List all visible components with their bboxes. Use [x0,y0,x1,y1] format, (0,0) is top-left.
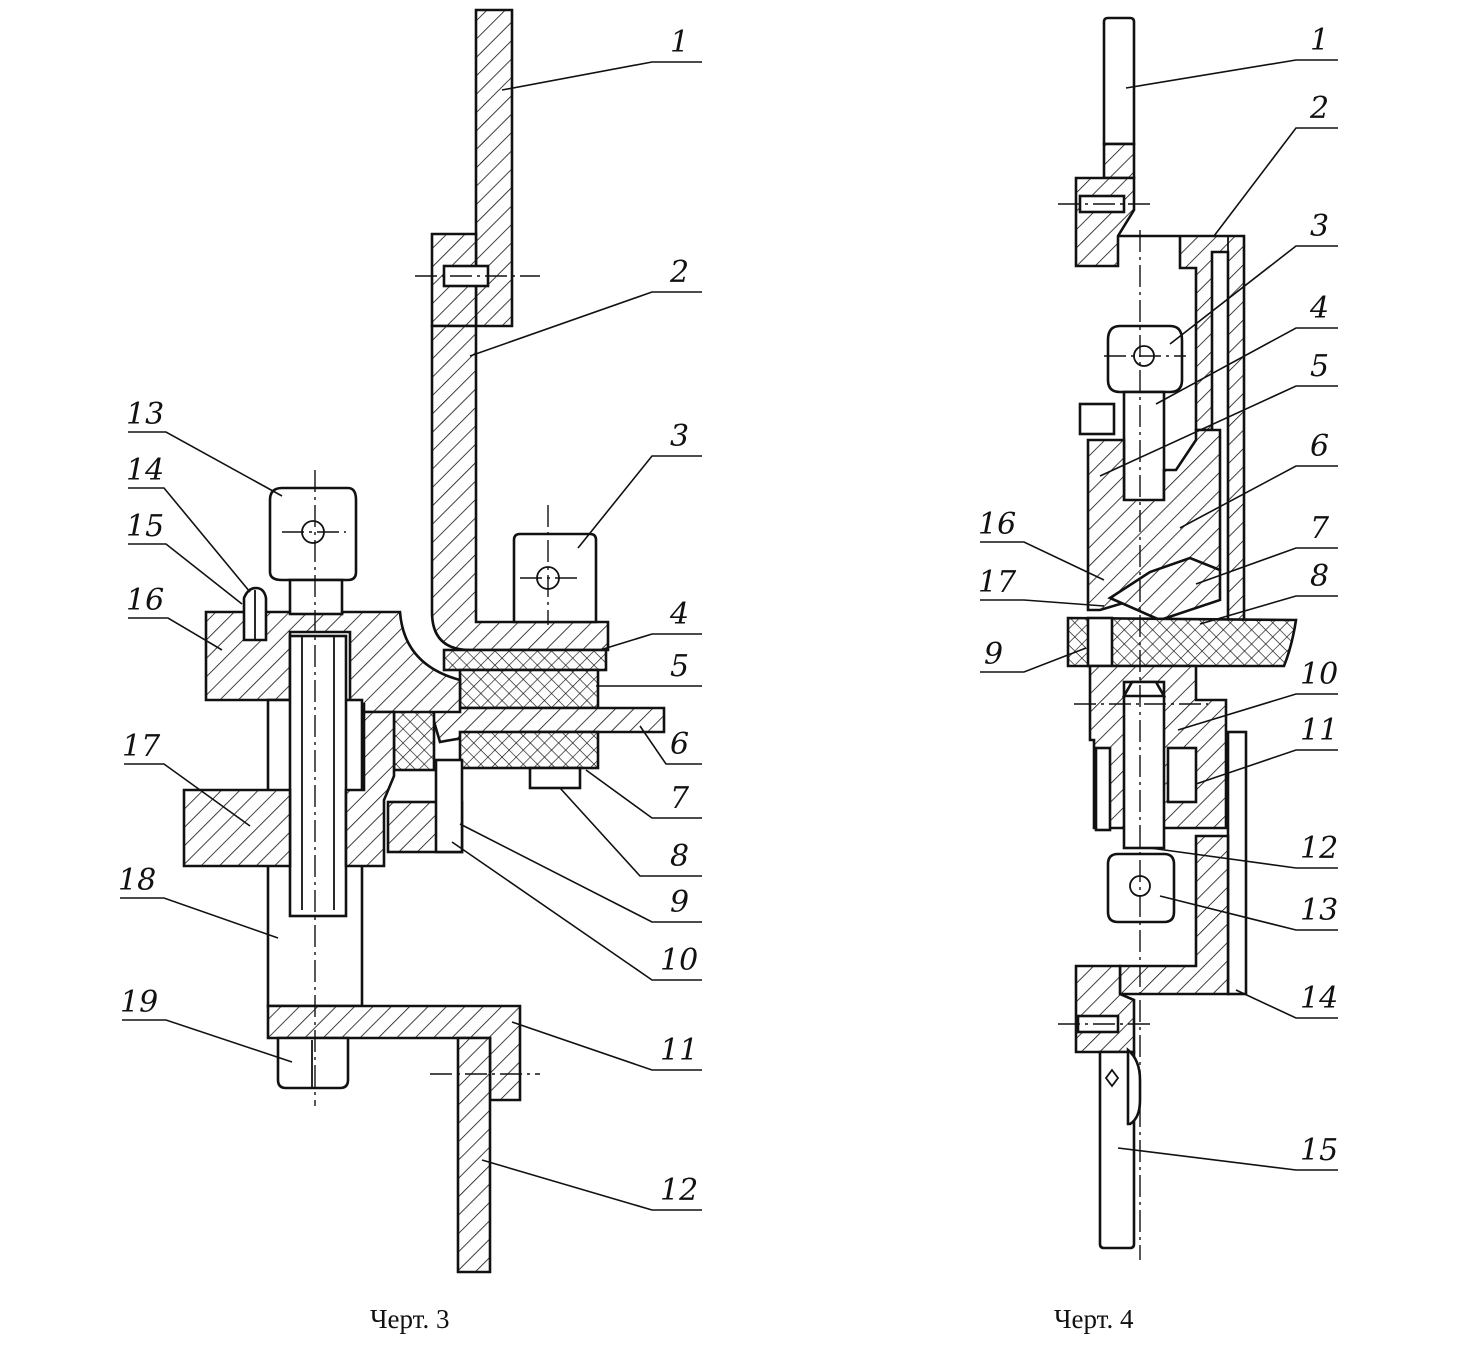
fig4-part-4 [1122,390,1166,518]
fig4-label-2: 2 [1309,91,1329,126]
fig4-part-3 [1106,324,1184,394]
fig3-labels: 1 2 3 4 5 6 7 8 9 10 11 12 13 14 15 16 1… [118,25,698,1208]
fig4-label-1: 1 [1310,23,1329,58]
fig3-label-12: 12 [660,1173,698,1208]
fig4-label-8: 8 [1310,559,1329,594]
fig3-label-9: 9 [670,885,689,920]
fig3-label-15: 15 [126,509,164,544]
figure-3-caption: Черт. 3 [370,1304,449,1334]
fig3-part-17 [182,788,292,868]
fig3-part-13 [268,486,358,582]
fig4-part-13 [1106,852,1176,924]
fig3-label-11: 11 [660,1033,698,1068]
fig4-part-1 [1102,16,1136,146]
fig4-label-13: 13 [1300,893,1338,928]
fig3-label-10: 10 [660,943,698,978]
fig3-label-4: 4 [669,597,689,632]
fig3-part-5 [458,668,600,710]
fig4-label-9: 9 [984,637,1003,672]
fig3-label-2: 2 [669,255,689,290]
figure-4-drawing [1058,16,1298,1260]
fig3-label-7: 7 [670,781,690,816]
fig3-part-12 [456,1036,492,1274]
fig3-part-19 [276,1036,350,1090]
fig3-part-4 [442,648,608,672]
fig3-label-1: 1 [670,25,689,60]
figure-3-drawing [182,8,666,1274]
fig3-label-13: 13 [126,397,164,432]
fig4-part-12 [1226,730,1248,996]
fig3-part-7 [458,730,600,770]
fig4-label-11: 11 [1300,713,1338,748]
fig4-label-10: 10 [1300,657,1338,692]
fig4-label-14: 14 [1300,981,1338,1016]
fig4-label-4: 4 [1309,291,1329,326]
fig4-labels: 1 2 3 4 5 6 7 8 10 11 12 13 14 15 16 17 … [978,23,1338,1168]
fig4-label-3: 3 [1310,209,1329,244]
fig3-label-17: 17 [122,729,161,764]
fig4-label-5: 5 [1310,349,1329,384]
fig3-label-19: 19 [120,985,158,1020]
fig3-part-9 [392,706,436,772]
fig3-label-16: 16 [126,583,164,618]
fig4-leaders [980,59,1338,1171]
fig4-part-2 [1118,234,1246,628]
fig3-label-3: 3 [670,419,689,454]
fig4-part-8 [1066,616,1298,668]
fig4-label-6: 6 [1310,429,1329,464]
fig3-label-18: 18 [118,863,156,898]
fig4-label-15: 15 [1300,1133,1338,1168]
fig4-part-9 [1086,616,1114,668]
fig3-part-8 [528,766,582,790]
fig3-label-6: 6 [670,727,689,762]
fig4-label-7: 7 [1310,511,1330,546]
fig3-label-8: 8 [670,839,689,874]
fig3-leaders [120,61,702,1211]
fig3-label-5: 5 [670,649,689,684]
figure-4-caption: Черт. 4 [1054,1304,1134,1334]
fig3-part-16 [204,610,462,714]
fig4-label-16: 16 [978,507,1016,542]
fig3-label-14: 14 [126,453,164,488]
fig4-part-15 [1098,1050,1136,1250]
fig4-label-17: 17 [978,565,1017,600]
fig4-label-12: 12 [1300,831,1338,866]
